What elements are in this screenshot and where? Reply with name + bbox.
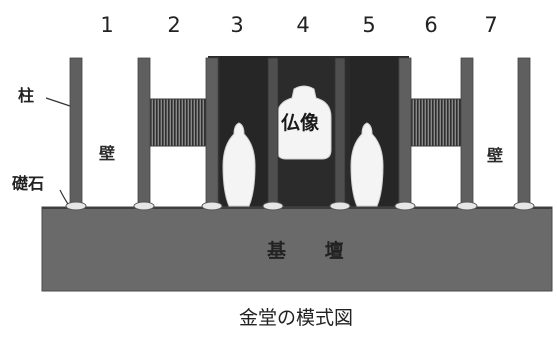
pillar-1 xyxy=(69,57,83,207)
attendant-statue-right xyxy=(350,122,384,207)
pillar-5 xyxy=(334,57,346,207)
hatched-wall-left xyxy=(149,98,207,147)
foundation-stone-label: 礎石 xyxy=(12,174,45,193)
bay-number-2: 2 xyxy=(167,13,181,37)
figure-caption: 金堂の模式図 xyxy=(238,307,354,329)
wall-label-right: 壁 xyxy=(487,146,504,165)
pillar-2 xyxy=(137,57,151,207)
foundation-stone-6 xyxy=(394,201,416,211)
bay-number-4: 4 xyxy=(296,13,310,37)
buddha-statue-label: 仏像 xyxy=(281,112,320,134)
foundation-stone-7 xyxy=(456,201,478,211)
pillar-4 xyxy=(267,57,279,207)
bay-number-5: 5 xyxy=(362,13,376,37)
platform-label: 基 壇 xyxy=(267,240,360,262)
attendant-statue-left xyxy=(222,122,256,207)
platform xyxy=(41,206,553,292)
pillar-label: 柱 xyxy=(18,86,35,105)
hatched-wall-right xyxy=(410,98,462,147)
bay-number-3: 3 xyxy=(230,13,244,37)
bay-number-6: 6 xyxy=(424,13,438,37)
wall-label-left: 壁 xyxy=(99,144,116,163)
pillar-3 xyxy=(205,57,219,207)
pillar-8 xyxy=(517,57,531,207)
foundation-stone-1 xyxy=(65,201,87,211)
pillar-leader-line xyxy=(45,97,71,107)
foundation-stone-5 xyxy=(329,201,351,211)
foundation-stone-8 xyxy=(513,201,535,211)
foundation-stone-leader-line xyxy=(59,189,69,205)
pillar-6 xyxy=(398,57,412,207)
bay-number-7: 7 xyxy=(484,13,498,37)
foundation-stone-2 xyxy=(133,201,155,211)
pillar-7 xyxy=(460,57,474,207)
foundation-stone-4 xyxy=(262,201,284,211)
bay-number-1: 1 xyxy=(100,13,114,37)
foundation-stone-3 xyxy=(201,201,223,211)
